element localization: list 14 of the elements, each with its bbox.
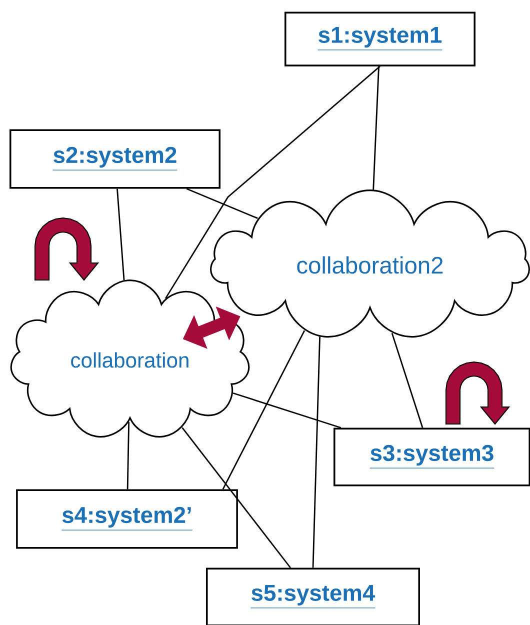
- connector-line: [186, 188, 258, 219]
- connector-line: [182, 427, 291, 568]
- system-box: s5:system4: [206, 568, 420, 625]
- system-box: s2:system2: [10, 129, 220, 189]
- system-box: s1:system1: [284, 12, 476, 66]
- connector-line: [312, 336, 320, 568]
- connector-line: [116, 188, 125, 280]
- connector-line: [391, 332, 424, 428]
- connector-line: [222, 330, 306, 490]
- system-box: s4:system2’: [16, 489, 238, 549]
- connector-line: [372, 66, 380, 190]
- connector-line: [164, 66, 380, 299]
- connector-line: [232, 392, 342, 428]
- system-box: s3:system3: [334, 428, 530, 486]
